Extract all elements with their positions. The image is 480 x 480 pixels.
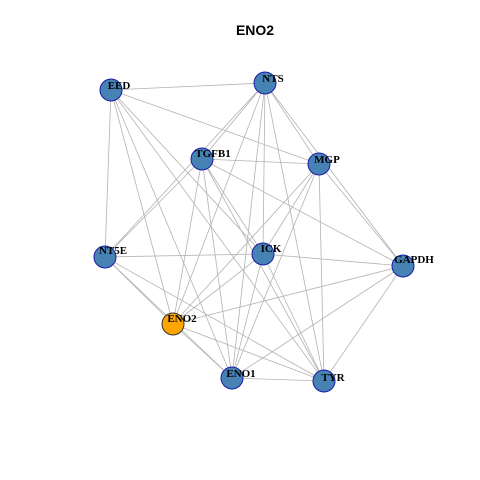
- node-nt5e: NT5E: [93, 245, 127, 269]
- edge-eed-eno2: [110, 89, 174, 325]
- graph-title: ENO2: [236, 22, 274, 38]
- edge-nts-tgfb1: [201, 82, 266, 160]
- edge-ick-tyr: [262, 253, 325, 382]
- edge-mgp-eno2: [172, 163, 320, 325]
- edge-eno2-tyr: [172, 323, 325, 382]
- node-label-nts: NTS: [262, 73, 283, 85]
- edge-eed-nts: [110, 82, 266, 91]
- node-tyr: TYR: [312, 369, 346, 393]
- edge-eed-mgp: [110, 89, 320, 165]
- node-eed: EED: [99, 78, 131, 102]
- edge-tgfb1-mgp: [201, 158, 320, 165]
- edge-nts-eno2: [172, 82, 266, 325]
- node-nts: NTS: [253, 71, 284, 95]
- edge-mgp-ick: [262, 163, 320, 255]
- node-label-gapdh: GAPDH: [394, 254, 434, 266]
- node-label-tyr: TYR: [321, 372, 345, 384]
- node-circle-mgp: [307, 152, 331, 176]
- edge-tgfb1-ick: [201, 158, 264, 255]
- edge-layer: [104, 82, 404, 382]
- edge-tgfb1-gapdh: [201, 158, 404, 267]
- node-label-nt5e: NT5E: [99, 245, 127, 257]
- edge-gapdh-eno1: [231, 265, 404, 379]
- node-circle-nts: [253, 71, 277, 95]
- node-eno2: ENO2: [161, 312, 197, 336]
- node-label-eno1: ENO1: [226, 368, 255, 380]
- edge-nts-mgp: [264, 82, 320, 165]
- edge-ick-eno1: [231, 253, 264, 379]
- node-label-eed: EED: [108, 80, 131, 92]
- node-circle-eno1: [220, 366, 244, 390]
- node-circle-eed: [99, 78, 123, 102]
- edge-eed-tyr: [110, 89, 325, 382]
- edge-gapdh-tyr: [323, 265, 404, 382]
- node-tgfb1: TGFB1: [190, 147, 231, 171]
- node-circle-tyr: [312, 369, 336, 393]
- edge-nt5e-tyr: [104, 256, 325, 382]
- edge-nt5e-ick: [104, 253, 264, 258]
- edge-mgp-gapdh: [318, 163, 404, 267]
- node-label-ick: ICK: [261, 243, 282, 255]
- edge-ick-eno2: [172, 253, 264, 325]
- node-gapdh: GAPDH: [391, 254, 434, 278]
- edge-tgfb1-eno1: [201, 158, 233, 379]
- edge-eed-ick: [110, 89, 264, 255]
- node-label-mgp: MGP: [314, 154, 340, 166]
- edge-tgfb1-eno2: [172, 158, 203, 325]
- edge-eed-eno1: [110, 89, 233, 379]
- node-circle-eno2: [161, 312, 185, 336]
- node-circle-ick: [251, 242, 275, 266]
- node-label-tgfb1: TGFB1: [195, 148, 230, 160]
- node-circle-tgfb1: [190, 147, 214, 171]
- edge-gapdh-eno2: [172, 265, 404, 325]
- edge-nts-tyr: [264, 82, 325, 382]
- edge-nts-ick: [262, 82, 266, 255]
- edge-nts-gapdh: [264, 82, 404, 267]
- edge-eno1-tyr: [231, 377, 325, 382]
- edge-tgfb1-tyr: [201, 158, 325, 382]
- edge-nts-nt5e: [104, 82, 266, 258]
- edge-ick-gapdh: [262, 253, 404, 267]
- node-mgp: MGP: [307, 152, 340, 176]
- edge-mgp-eno1: [231, 163, 320, 379]
- node-ick: ICK: [251, 242, 282, 266]
- edge-mgp-tyr: [318, 163, 325, 382]
- edge-tgfb1-nt5e: [104, 158, 203, 258]
- edge-eed-nt5e: [104, 89, 112, 258]
- node-circle-gapdh: [391, 254, 415, 278]
- node-label-eno2: ENO2: [167, 313, 197, 325]
- node-circle-nt5e: [93, 245, 117, 269]
- edge-nts-eno1: [231, 82, 266, 379]
- node-eno1: ENO1: [220, 366, 256, 390]
- edge-eno2-eno1: [172, 323, 233, 379]
